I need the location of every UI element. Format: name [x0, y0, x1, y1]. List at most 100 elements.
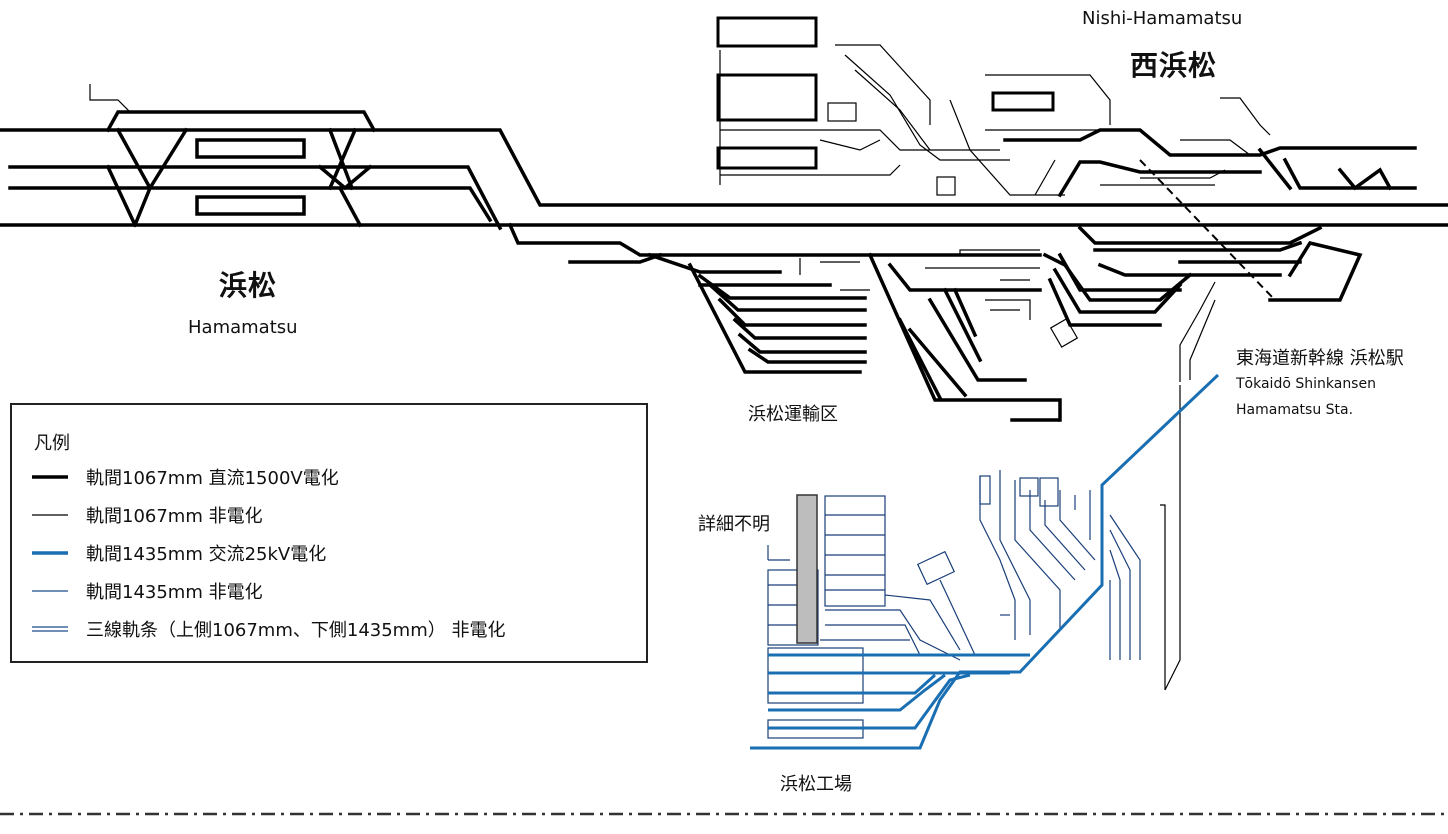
- station-name-hamamatsu-ja: 浜松: [219, 269, 278, 302]
- yard-line-4: [854, 69, 931, 151]
- legend-row-1067-nonelectrified: 軌間1067mm 非電化: [28, 503, 263, 527]
- hamamatsu-track-5: [105, 110, 377, 133]
- yard-line-18: [985, 299, 1031, 320]
- works-shed-6: [979, 475, 991, 505]
- works-shed-2: [767, 569, 819, 646]
- works-shed-3: [767, 647, 864, 704]
- nishi-track-6: [1052, 267, 1183, 314]
- nishi-track-11: [1282, 157, 1417, 190]
- depot-track-8: [737, 332, 867, 354]
- depot-track-4: [697, 273, 867, 300]
- nishi-track-1: [1003, 128, 1417, 157]
- connector-line-4: [1160, 504, 1166, 690]
- depot-track-2: [647, 252, 782, 274]
- small-shed-2: [936, 176, 956, 196]
- station-name-nishi-ja: 西浜松: [1130, 49, 1218, 82]
- depot-b-5: [927, 297, 1027, 382]
- shinkansen-name-ja: 東海道新幹線 浜松駅: [1236, 348, 1404, 369]
- legend-row-dual-gauge: 三線軌条（上側1067mm、下側1435mm） 非電化: [28, 617, 505, 641]
- unknown-detail-label: 詳細不明: [698, 514, 770, 535]
- station-name-hamamatsu-en: Hamamatsu: [188, 317, 298, 338]
- siding-1: [89, 84, 131, 113]
- depot-lead: [507, 222, 1042, 257]
- works-shed-5: [916, 550, 956, 586]
- yard-line-11: [1034, 159, 1056, 196]
- shinkansen-name-en-2: Hamamatsu Sta.: [1236, 402, 1354, 418]
- yard-building-3: [716, 146, 818, 170]
- depot-b-2: [887, 262, 1042, 292]
- small-shed-3: [1049, 318, 1079, 348]
- connector-line-1: [1179, 281, 1216, 382]
- nishi-track-2: [1057, 160, 1262, 198]
- works-line-20: [1044, 500, 1086, 571]
- works-shed-1: [824, 495, 886, 607]
- works-label: 浜松工場: [780, 774, 852, 795]
- depot-track-9: [747, 347, 867, 364]
- legend-row-1067-electrified: 軌間1067mm 直流1500V電化: [28, 465, 339, 489]
- yard-line-8: [985, 74, 1111, 125]
- connector-line-3: [1164, 385, 1181, 691]
- nishi-track-4: [1093, 240, 1303, 252]
- legend-row-1435-nonelectrified: 軌間1435mm 非電化: [28, 579, 263, 603]
- unknown-detail-block: [796, 494, 818, 644]
- yard-line-15: [1140, 169, 1226, 179]
- connector-line-2: [1189, 299, 1216, 380]
- yard-line-5: [720, 129, 1000, 151]
- shinkansen-track-3: [768, 673, 937, 695]
- works-line-17: [999, 470, 1031, 635]
- depot-b-4: [907, 327, 968, 398]
- nishi-track-13: [1337, 167, 1393, 191]
- legend-swatch-double-blue: [32, 626, 68, 632]
- depot-track-3: [687, 262, 862, 374]
- legend-swatch-thin-blue: [32, 590, 68, 592]
- works-shed-8: [1039, 477, 1059, 507]
- legend-label: 軌間1435mm 交流25kV電化: [86, 544, 327, 565]
- yard-building-1: [716, 16, 818, 48]
- works-line-25: [1109, 514, 1141, 660]
- shinkansen-name-en-1: Tōkaidō Shinkansen: [1236, 376, 1376, 392]
- legend-title: 凡例: [34, 433, 70, 454]
- works-line-16: [979, 476, 1016, 640]
- legend-row-1435-electrified: 軌間1435mm 交流25kV電化: [28, 541, 326, 565]
- works-line-15: [939, 579, 976, 656]
- legend-label: 三線軌条（上側1067mm、下側1435mm） 非電化: [86, 620, 506, 641]
- yard-line-16: [959, 249, 1040, 255]
- depot-b-3: [897, 317, 943, 401]
- works-line-19: [1029, 490, 1076, 581]
- shinkansen-lines: [750, 373, 1220, 750]
- platform-hamamatsu-2: [195, 195, 306, 216]
- legend-label: 軌間1067mm 直流1500V電化: [86, 468, 339, 489]
- legend-label: 軌間1435mm 非電化: [86, 582, 263, 603]
- works-shed-7: [1019, 477, 1039, 497]
- main-track-4: [8, 186, 493, 223]
- works-line-21: [1059, 490, 1096, 561]
- depot-label: 浜松運輸区: [748, 404, 838, 425]
- yard-line-10: [949, 99, 1065, 196]
- shinkansen-track-5: [768, 673, 971, 730]
- main-track-1: [0, 128, 1448, 207]
- crossover-1: [105, 127, 189, 228]
- depot-track-5: [707, 282, 867, 312]
- shinkansen-track-4: [768, 673, 946, 712]
- yard-line-12: [1220, 97, 1271, 136]
- works-line-12: [884, 594, 961, 651]
- dashed-connector: [1139, 159, 1276, 301]
- thin-lines: [89, 44, 1271, 691]
- yard-line-2: [835, 44, 931, 125]
- works-line-18: [1014, 480, 1061, 630]
- nishi-track-10: [1097, 262, 1282, 277]
- nishi-track-12: [1257, 147, 1293, 191]
- yard-line-7: [819, 139, 881, 151]
- legend-box: 凡例 軌間1067mm 直流1500V電化 軌間1067mm 非電化 軌間143…: [10, 403, 648, 663]
- yard-line-13: [1180, 139, 1251, 156]
- small-shed-1: [827, 102, 857, 122]
- depot-track-7: [732, 317, 867, 340]
- crossover-2: [317, 127, 373, 228]
- nishi-track-8: [1057, 252, 1182, 292]
- depot-b-7: [952, 287, 978, 338]
- works-line-9: [825, 609, 961, 661]
- depot-b-6: [942, 287, 983, 363]
- nishi-track-3: [1077, 225, 1323, 245]
- yard-line-3: [844, 54, 1010, 161]
